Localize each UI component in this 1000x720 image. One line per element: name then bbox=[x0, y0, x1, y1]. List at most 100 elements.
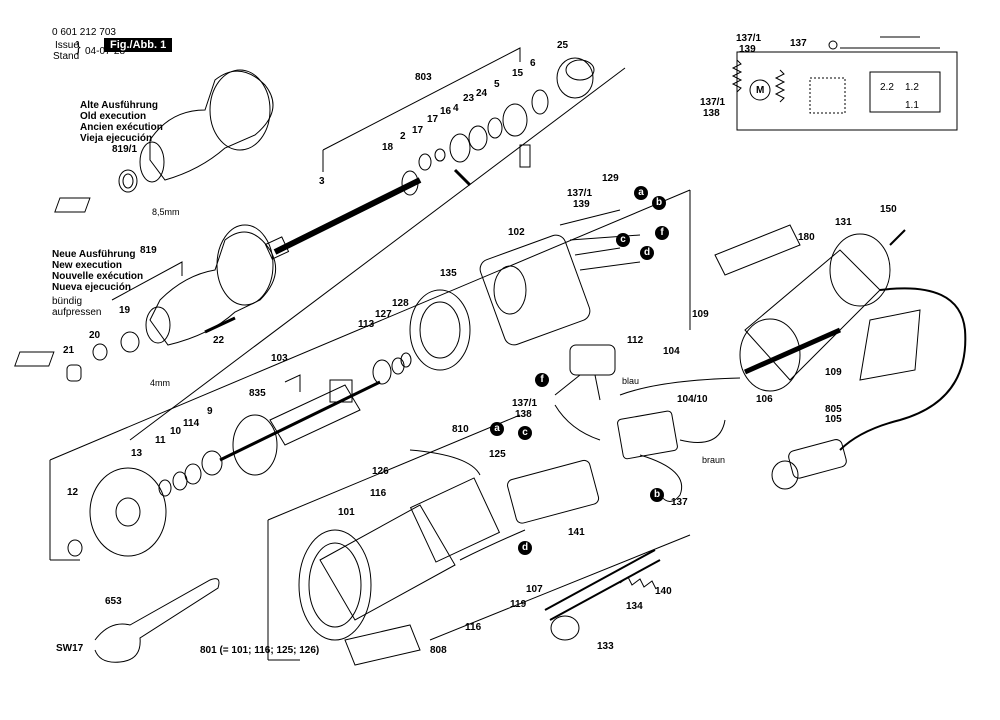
part-112: 112 bbox=[627, 335, 644, 346]
part-139-a: 139 bbox=[573, 199, 590, 210]
part-2: 2 bbox=[400, 131, 406, 142]
part-16: 16 bbox=[440, 106, 452, 117]
connector-c-mid: c bbox=[518, 426, 532, 440]
connector-c-top: c bbox=[616, 233, 630, 247]
flush-press-note: bündig aufpressen bbox=[52, 296, 101, 318]
part-116-a: 116 bbox=[370, 488, 387, 499]
old-execution-note: Alte Ausführung Old execution Ancien exé… bbox=[80, 100, 163, 144]
part-819: 819 bbox=[140, 245, 157, 256]
part-4: 4 bbox=[453, 103, 459, 114]
part-106: 106 bbox=[756, 394, 773, 405]
part-803: 803 bbox=[415, 72, 432, 83]
part-653: 653 bbox=[105, 596, 122, 607]
part-19: 19 bbox=[119, 305, 131, 316]
switch-part bbox=[507, 459, 600, 524]
part-125: 125 bbox=[489, 449, 506, 460]
part-23: 23 bbox=[463, 93, 475, 104]
armature-part bbox=[219, 379, 381, 476]
part-105: 105 bbox=[825, 414, 842, 425]
part-109-b: 109 bbox=[825, 367, 842, 378]
schematic-terminal-1-1: 1.1 bbox=[905, 100, 919, 111]
connector-a-mid: a bbox=[490, 422, 504, 436]
part-835: 835 bbox=[249, 388, 266, 399]
part-15: 15 bbox=[512, 68, 524, 79]
part-25: 25 bbox=[557, 40, 569, 51]
connector-f-mid: f bbox=[535, 373, 549, 387]
kit-note: 801 (= 101; 116; 125; 126) bbox=[200, 645, 320, 656]
part-24: 24 bbox=[476, 88, 488, 99]
part-21: 21 bbox=[63, 345, 75, 356]
part-5: 5 bbox=[494, 79, 500, 90]
schematic-137-1-left: 137/1 bbox=[700, 97, 726, 108]
part-137-1-a: 137/1 bbox=[567, 188, 593, 199]
part-127: 127 bbox=[375, 309, 392, 320]
dim-4mm: 4mm bbox=[150, 378, 170, 388]
brace: } bbox=[76, 38, 81, 54]
issue-label: Issue bbox=[55, 40, 79, 51]
old-execution-de: Alte Ausführung bbox=[80, 100, 158, 111]
schematic-137: 137 bbox=[790, 38, 807, 49]
power-cord-part bbox=[743, 287, 967, 490]
schematic-motor: M bbox=[756, 85, 765, 96]
stator-part bbox=[479, 209, 641, 346]
flush-line-2: aufpressen bbox=[52, 307, 102, 318]
wire-label-braun: braun bbox=[702, 455, 726, 465]
part-141: 141 bbox=[568, 527, 585, 538]
part-129: 129 bbox=[602, 173, 619, 184]
schematic-137-1-top: 137/1 bbox=[736, 33, 762, 44]
part-107: 107 bbox=[526, 584, 543, 595]
part-113: 113 bbox=[358, 319, 375, 330]
part-20: 20 bbox=[89, 330, 101, 341]
schematic-terminal-2-2: 2.2 bbox=[880, 82, 894, 93]
document-number: 0 601 212 703 bbox=[52, 27, 116, 38]
part-104-10: 104/10 bbox=[677, 394, 708, 405]
schematic-terminal-1-2: 1.2 bbox=[905, 82, 919, 93]
stand-label: Stand bbox=[53, 51, 80, 62]
part-104: 104 bbox=[663, 346, 680, 357]
motor-housing-part bbox=[298, 477, 501, 641]
part-140: 140 bbox=[655, 586, 672, 597]
connector-b-top: b bbox=[652, 196, 666, 210]
wrench-part bbox=[94, 578, 220, 663]
new-execution-de: Neue Ausführung bbox=[52, 249, 136, 260]
part-126: 126 bbox=[372, 466, 389, 477]
part-102: 102 bbox=[508, 227, 525, 238]
connector-a-top: a bbox=[634, 186, 648, 200]
part-116-b: 116 bbox=[465, 622, 482, 633]
part-9: 9 bbox=[207, 406, 213, 417]
part-810: 810 bbox=[452, 424, 469, 435]
fan-part bbox=[67, 467, 167, 557]
part-101: 101 bbox=[338, 507, 355, 518]
connector-d-mid: d bbox=[518, 541, 532, 555]
part-137-b: 137 bbox=[671, 497, 688, 508]
part-150: 150 bbox=[880, 204, 897, 215]
new-execution-note: Neue Ausführung New execution Nouvelle e… bbox=[52, 249, 143, 293]
wire-label-blau: blau bbox=[622, 376, 640, 386]
dim-8-5mm: 8,5mm bbox=[152, 207, 180, 217]
frame-line bbox=[129, 67, 626, 441]
part-114: 114 bbox=[183, 418, 200, 429]
old-execution-en: Old execution bbox=[80, 111, 147, 122]
part-109-a: 109 bbox=[692, 309, 709, 320]
old-housing-part bbox=[54, 69, 274, 213]
part-10: 10 bbox=[170, 426, 182, 437]
part-819-1: 819/1 bbox=[112, 144, 138, 155]
part-180: 180 bbox=[798, 232, 815, 243]
new-housing-part bbox=[14, 224, 277, 382]
part-11: 11 bbox=[155, 435, 166, 446]
part-135: 135 bbox=[440, 268, 457, 279]
ring-819-1 bbox=[118, 169, 138, 193]
fan-baffle-part bbox=[409, 289, 471, 371]
tool-size-label: SW17 bbox=[56, 643, 84, 654]
part-138-a: 138 bbox=[515, 409, 532, 420]
part-119: 119 bbox=[510, 599, 527, 610]
old-execution-es: Vieja ejecución bbox=[80, 133, 153, 144]
circuit-schematic bbox=[731, 36, 958, 131]
schematic-138: 138 bbox=[703, 108, 720, 119]
schematic-139: 139 bbox=[739, 44, 756, 55]
figure-label: Fig./Abb. 1 bbox=[104, 38, 173, 52]
part-18: 18 bbox=[382, 142, 394, 153]
part-17-b: 17 bbox=[412, 125, 424, 136]
part-808: 808 bbox=[430, 645, 447, 656]
part-805: 805 bbox=[825, 404, 842, 415]
